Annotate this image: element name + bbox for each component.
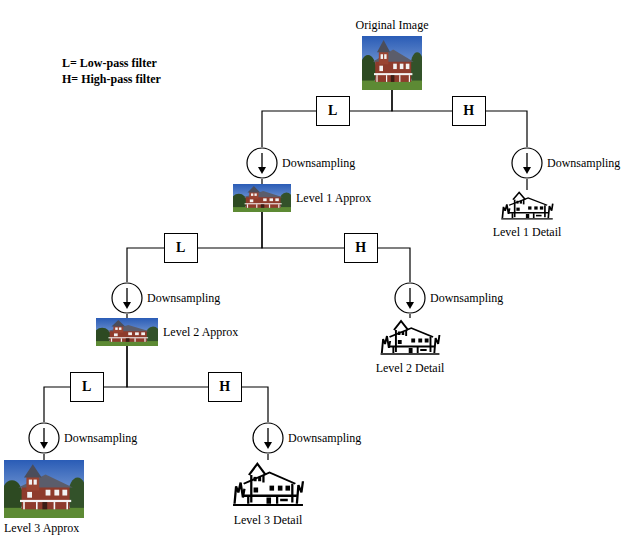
downsampling-circle: Downsampling: [394, 282, 426, 314]
connector-line: [127, 346, 208, 387]
filter-box: L: [316, 96, 350, 126]
connector-line: [44, 387, 70, 422]
downsampling-circle: Downsampling: [252, 422, 284, 454]
filter-box: H: [208, 372, 242, 402]
downsampling-circle: Downsampling: [246, 147, 278, 179]
image-caption: Level 3 Approx: [4, 521, 79, 535]
downsample-symbol: [28, 422, 60, 454]
downsample-symbol: [111, 282, 143, 314]
connector-line: [486, 111, 527, 147]
downsampling-label: Downsampling: [64, 431, 137, 445]
filter-letter: H: [355, 240, 366, 256]
connector-line: [262, 212, 344, 248]
downsampling-label: Downsampling: [288, 431, 361, 445]
house-photo: [360, 36, 425, 90]
image-node: Level 1 Approx: [233, 184, 291, 212]
connector-line: [378, 248, 410, 282]
image-caption: Level 3 Detail: [234, 513, 303, 527]
downsample-symbol: [252, 422, 284, 454]
image-node: Level 3 Approx: [4, 460, 84, 518]
connector-line: [350, 90, 392, 111]
downsampling-label: Downsampling: [282, 156, 355, 170]
connector-line: [262, 111, 316, 147]
filter-letter: L: [82, 379, 91, 395]
downsample-symbol: [511, 147, 543, 179]
downsampling-label: Downsampling: [147, 291, 220, 305]
image-node: Level 3 Detail: [230, 460, 306, 510]
filter-box: H: [344, 233, 378, 263]
downsampling-circle: Downsampling: [28, 422, 60, 454]
connector-line: [104, 346, 127, 387]
detail-sketch: [233, 464, 303, 505]
downsampling-circle: Downsampling: [511, 147, 543, 179]
filter-letter: H: [463, 103, 474, 119]
downsample-symbol: [246, 147, 278, 179]
connector-line: [409, 314, 410, 318]
downsampling-circle: Downsampling: [111, 282, 143, 314]
legend-note: H= High-pass filter: [62, 72, 161, 87]
image-caption: Level 1 Approx: [296, 191, 371, 205]
downsampling-label: Downsampling: [547, 156, 620, 170]
house-photo: [231, 184, 294, 212]
image-node: Level 2 Detail: [378, 318, 442, 358]
image-caption: Level 2 Approx: [163, 325, 238, 339]
image-node: Level 2 Approx: [96, 318, 158, 346]
image-caption: Original Image: [356, 18, 429, 32]
house-photo: [94, 318, 161, 346]
connector-line: [127, 248, 164, 282]
image-caption: Level 1 Detail: [493, 225, 562, 239]
downsampling-label: Downsampling: [430, 291, 503, 305]
connector-line: [198, 212, 262, 248]
filter-box: L: [164, 233, 198, 263]
connector-line: [261, 179, 262, 184]
connector-line: [43, 454, 44, 460]
image-node: Original Image: [362, 36, 422, 90]
image-node: Level 1 Detail: [499, 190, 555, 222]
detail-sketch: [501, 192, 553, 218]
connector-line: [242, 387, 268, 422]
connector-line: [267, 454, 268, 460]
legend-note: L= Low-pass filter: [62, 56, 157, 71]
filter-box: H: [452, 96, 486, 126]
filter-letter: L: [328, 103, 337, 119]
connector-line: [126, 314, 127, 318]
downsample-symbol: [394, 282, 426, 314]
filter-letter: L: [176, 240, 185, 256]
house-photo: [1, 460, 87, 518]
filter-letter: H: [219, 379, 230, 395]
connector-line: [392, 90, 452, 111]
connector-line: [526, 179, 527, 190]
image-caption: Level 2 Detail: [376, 361, 445, 375]
filter-box: L: [70, 372, 104, 402]
detail-sketch: [381, 321, 440, 354]
